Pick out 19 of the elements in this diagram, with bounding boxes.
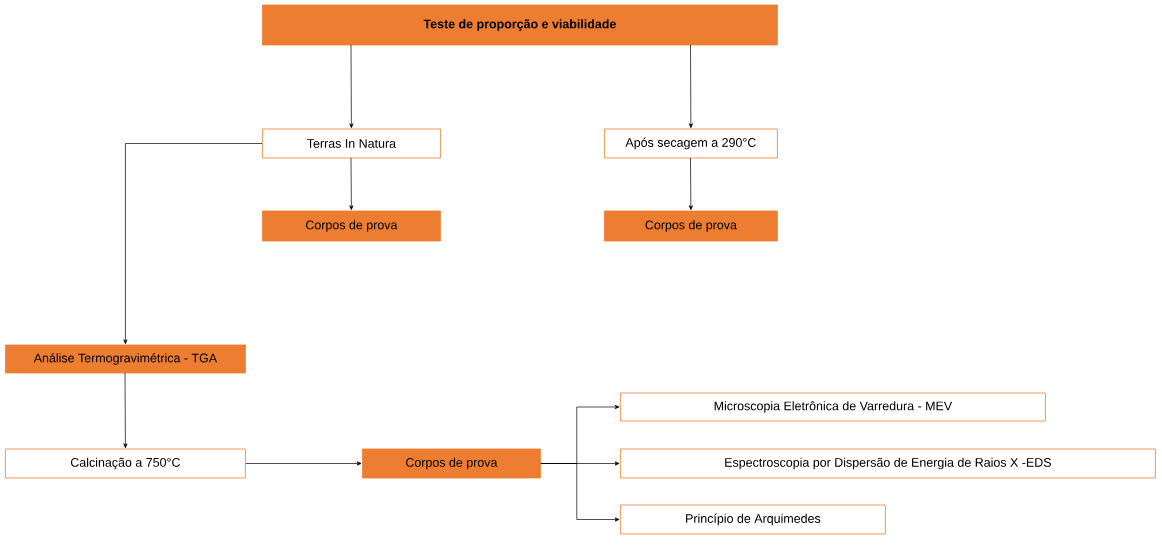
arrow — [540, 463, 620, 522]
analysis-box: Princípio de Arquimedes — [620, 504, 886, 535]
arrow — [349, 44, 354, 129]
title-box: Teste de proporção e viabilidade — [262, 4, 778, 46]
arrow — [349, 157, 354, 211]
process-box: Terras In Natura — [262, 128, 441, 159]
arrow — [123, 372, 128, 449]
arrow — [688, 44, 693, 129]
arrow — [245, 461, 362, 466]
analysis-box: Espectroscopia por Dispersão de Energia de Raios X -EDS — [620, 448, 1156, 479]
analysis-box: Microscopia Eletrônica de Varredura - MEV — [620, 392, 1046, 422]
process-box: Calcinação a 750°C — [5, 448, 246, 479]
process-box: Análise Termogravimétrica - TGA — [5, 344, 246, 374]
arrow — [123, 143, 263, 345]
result-box: Corpos de prova — [604, 210, 778, 242]
result-box: Corpos de prova — [262, 210, 441, 242]
result-box: Corpos de prova — [362, 448, 541, 479]
process-box: Após secagem a 290°C — [604, 128, 778, 159]
arrow — [688, 157, 693, 211]
